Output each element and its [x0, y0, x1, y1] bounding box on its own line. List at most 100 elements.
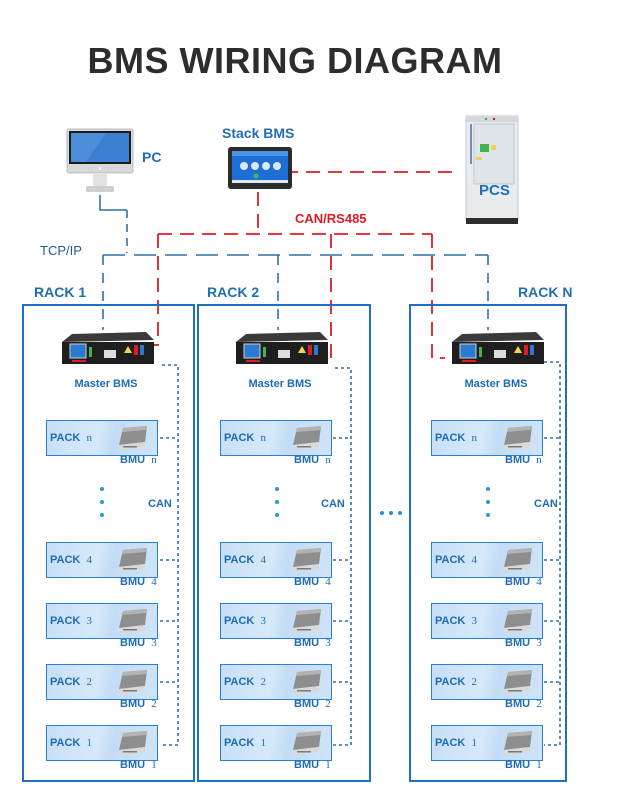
bmu-number: 4 — [151, 576, 157, 588]
battery-pack: PACK 2 — [220, 664, 332, 700]
bmu-label: BMU 4 — [505, 576, 542, 588]
rack-title: RACK 1 — [34, 284, 87, 300]
bmu-label: BMU 1 — [505, 759, 542, 771]
pack-number: 4 — [471, 554, 477, 566]
bmu-label: BMU 1 — [120, 759, 157, 771]
bmu-label: BMU 2 — [505, 698, 542, 710]
pc-to-network-line — [99, 195, 127, 211]
pack-label: PACK 2 — [50, 676, 92, 688]
bmu-text: BMU — [294, 637, 320, 649]
tcp-ip-label: TCP/IP — [40, 243, 82, 258]
battery-pack: PACK 4 — [220, 542, 332, 578]
bmu-module-icon — [117, 548, 151, 572]
bmu-label: BMU n — [294, 454, 331, 466]
bmu-number: n — [151, 454, 157, 466]
tcp-ip-network — [99, 195, 489, 330]
master-bms-label: Master BMS — [464, 378, 528, 390]
battery-pack: PACK 2 — [431, 664, 543, 700]
pack-label: PACK 3 — [224, 615, 266, 627]
pack-number: 3 — [260, 615, 266, 627]
pack-label: PACK n — [435, 432, 477, 444]
pack-text: PACK — [435, 737, 466, 749]
master-bms-label: Master BMS — [248, 378, 312, 390]
can-label: CAN — [321, 498, 345, 510]
bmu-text: BMU — [505, 637, 531, 649]
bmu-label: BMU 3 — [505, 637, 542, 649]
pack-number: n — [86, 432, 92, 444]
pack-text: PACK — [224, 615, 255, 627]
desktop-computer-icon — [66, 128, 134, 192]
more-packs-ellipsis — [100, 487, 104, 526]
pack-text: PACK — [224, 554, 255, 566]
rack-2-frame — [197, 304, 371, 782]
bmu-number: 2 — [325, 698, 331, 710]
battery-pack: PACK 4 — [431, 542, 543, 578]
bmu-label: BMU 2 — [294, 698, 331, 710]
pack-label: PACK 2 — [435, 676, 477, 688]
bmu-number: 1 — [151, 759, 157, 771]
battery-pack: PACK n — [431, 420, 543, 456]
bmu-label: BMU n — [120, 454, 157, 466]
bmu-label: BMU 1 — [294, 759, 331, 771]
bmu-label: BMU 4 — [294, 576, 331, 588]
bmu-text: BMU — [294, 698, 320, 710]
pack-text: PACK — [50, 676, 81, 688]
bmu-module-icon — [502, 731, 536, 755]
pack-label: PACK n — [50, 432, 92, 444]
battery-pack: PACK 3 — [46, 603, 158, 639]
bmu-number: 1 — [325, 759, 331, 771]
bmu-number: n — [536, 454, 542, 466]
bmu-number: 4 — [325, 576, 331, 588]
bmu-number: 4 — [536, 576, 542, 588]
pack-text: PACK — [435, 615, 466, 627]
bmu-label: BMU 2 — [120, 698, 157, 710]
battery-pack: PACK n — [46, 420, 158, 456]
bmu-text: BMU — [120, 454, 146, 466]
pack-text: PACK — [50, 615, 81, 627]
pack-number: n — [471, 432, 477, 444]
pack-number: 3 — [86, 615, 92, 627]
pack-number: 4 — [260, 554, 266, 566]
pack-label: PACK 4 — [224, 554, 266, 566]
pack-label: PACK 4 — [50, 554, 92, 566]
pack-label: PACK 1 — [50, 737, 92, 749]
master-bms-icon — [448, 332, 548, 368]
rack-1-frame — [22, 304, 195, 782]
power-cabinet-icon — [465, 115, 519, 224]
bmu-number: 3 — [151, 637, 157, 649]
diagram-title: BMS WIRING DIAGRAM — [87, 40, 503, 81]
bmu-label: BMU 3 — [120, 637, 157, 649]
pack-text: PACK — [435, 432, 466, 444]
battery-pack: PACK 4 — [46, 542, 158, 578]
pack-label: PACK 1 — [435, 737, 477, 749]
pack-text: PACK — [224, 737, 255, 749]
pc-device — [66, 128, 134, 196]
pack-label: PACK 2 — [224, 676, 266, 688]
more-packs-ellipsis — [486, 487, 490, 526]
pack-number: 2 — [260, 676, 266, 688]
bmu-module-icon — [117, 609, 151, 633]
bmu-module-icon — [291, 426, 325, 450]
bmu-number: 3 — [325, 637, 331, 649]
pcs-label: PCS — [479, 182, 510, 199]
pack-label: PACK 4 — [435, 554, 477, 566]
bmu-number: 3 — [536, 637, 542, 649]
pack-number: 2 — [471, 676, 477, 688]
bmu-text: BMU — [505, 576, 531, 588]
more-packs-ellipsis — [275, 487, 279, 526]
pack-number: 3 — [471, 615, 477, 627]
pack-label: PACK 3 — [50, 615, 92, 627]
battery-pack: PACK 2 — [46, 664, 158, 700]
bmu-module-icon — [502, 548, 536, 572]
bmu-text: BMU — [294, 454, 320, 466]
master-bms-icon — [58, 332, 158, 368]
rack-can-lines — [160, 361, 561, 746]
pack-label: PACK 1 — [224, 737, 266, 749]
bmu-module-icon — [117, 426, 151, 450]
pack-text: PACK — [224, 676, 255, 688]
bmu-module-icon — [502, 670, 536, 694]
battery-pack: PACK 3 — [220, 603, 332, 639]
bmu-module-icon — [291, 609, 325, 633]
bmu-label: BMU 4 — [120, 576, 157, 588]
bmu-module-icon — [502, 426, 536, 450]
